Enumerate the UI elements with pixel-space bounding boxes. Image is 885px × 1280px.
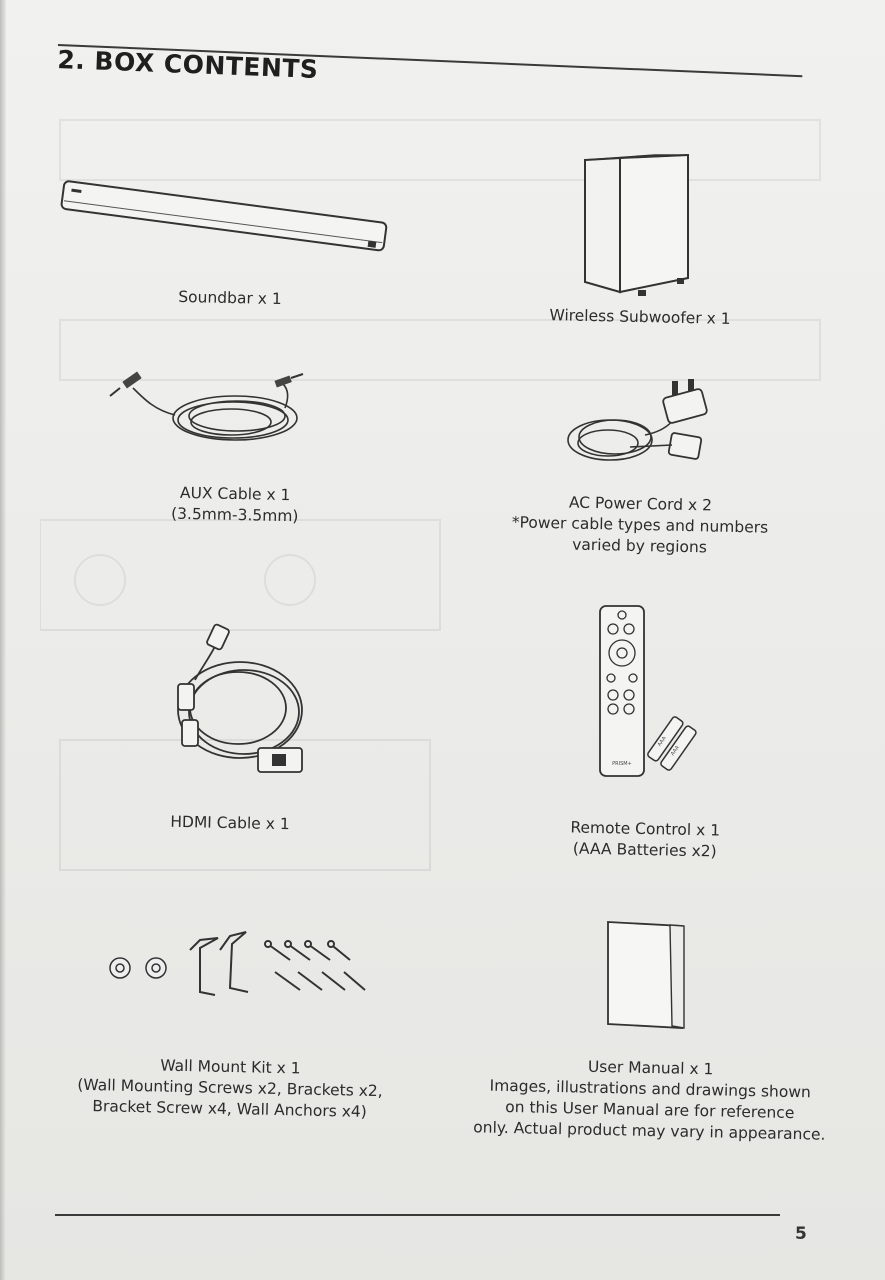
caption-line: HDMI Cable x 1 — [170, 812, 290, 834]
section-title: 2. BOX CONTENTS — [56, 45, 319, 85]
power-cord-illustration — [567, 379, 708, 461]
subwoofer-illustration — [584, 153, 689, 296]
battery-label: AAA — [670, 744, 681, 757]
caption-line: (AAA Batteries x2) — [572, 839, 717, 861]
page-binding-edge — [0, 0, 6, 1280]
remote-control-caption: Remote Control x 1 (AAA Batteries x2) — [545, 817, 746, 863]
wall-mount-kit-caption: Wall Mount Kit x 1 (Wall Mounting Screws… — [59, 1053, 400, 1123]
footer-rule — [55, 1214, 780, 1216]
wall-mount-kit-illustration — [109, 931, 366, 996]
remote-brand-label: PRISM+ — [612, 761, 632, 767]
remote-control-illustration: PRISM+ AAA AAA — [599, 605, 697, 777]
caption-line: Wireless Subwoofer x 1 — [549, 306, 731, 328]
page-number: 5 — [795, 1224, 807, 1244]
caption-line: (3.5mm-3.5mm) — [170, 504, 299, 526]
subwoofer-caption: Wireless Subwoofer x 1 — [535, 305, 745, 330]
hdmi-cable-caption: HDMI Cable x 1 — [150, 811, 310, 835]
user-manual-illustration — [607, 921, 685, 1029]
aux-cable-illustration — [109, 371, 304, 441]
hdmi-cable-illustration — [177, 623, 303, 773]
aux-cable-caption: AUX Cable x 1 (3.5mm-3.5mm) — [135, 482, 336, 528]
battery-label: AAA — [657, 735, 668, 748]
power-cord-caption: AC Power Cord x 2 *Power cable types and… — [479, 491, 800, 561]
soundbar-illustration — [60, 180, 388, 252]
user-manual-caption: User Manual x 1 Images, illustrations an… — [459, 1054, 841, 1146]
caption-line: Soundbar x 1 — [178, 287, 282, 309]
soundbar-caption: Soundbar x 1 — [150, 286, 310, 310]
